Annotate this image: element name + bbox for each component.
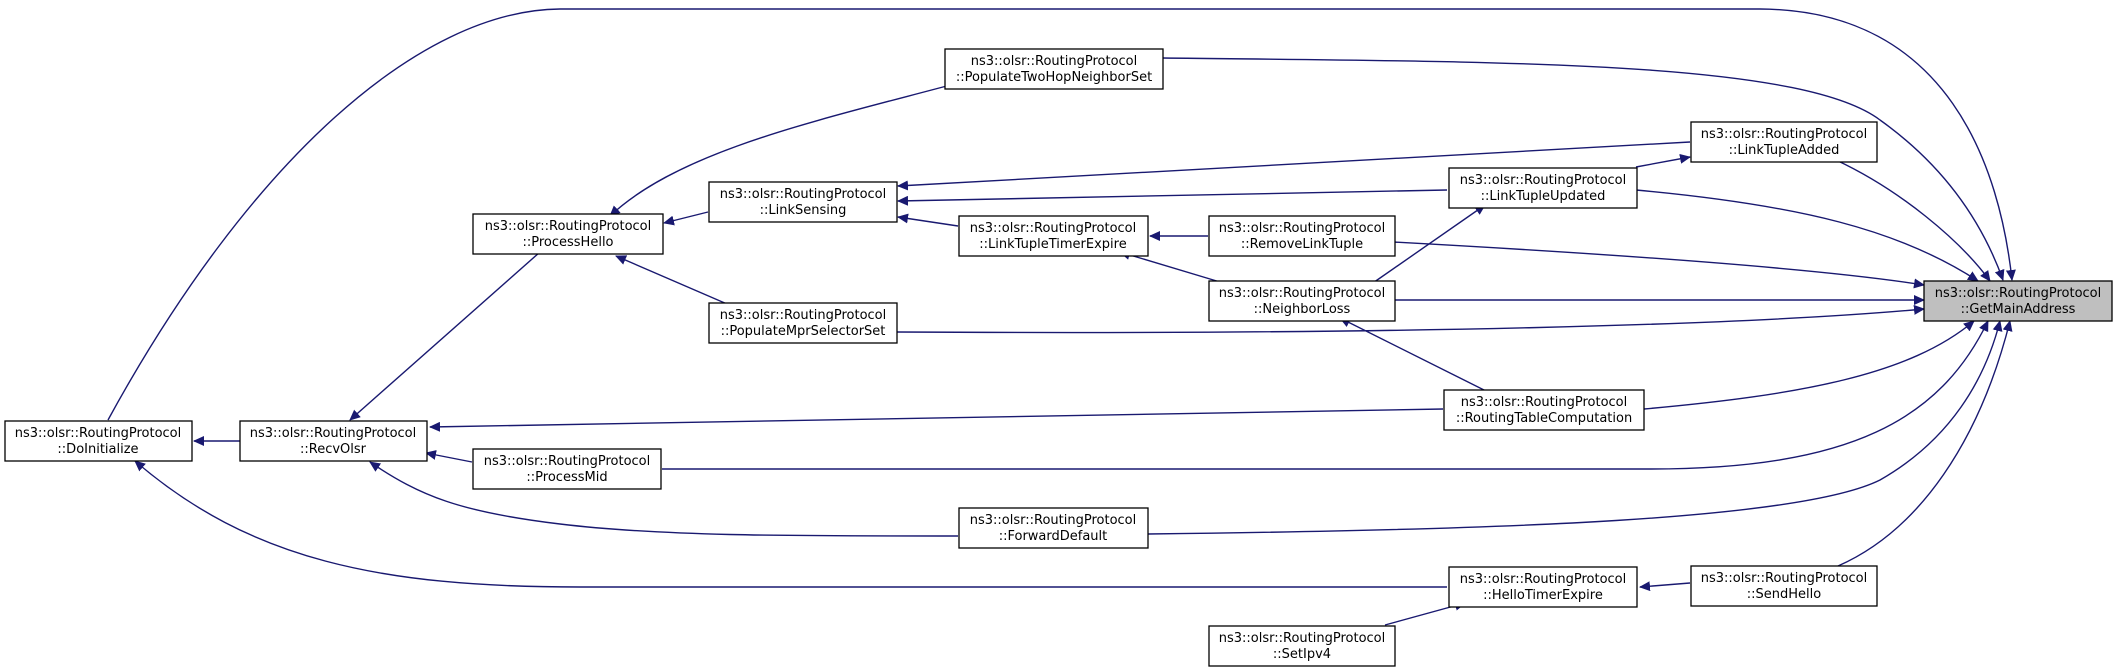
edge-processmid-getmain <box>662 320 1989 470</box>
node-set-ipv4[interactable]: ns3::olsr::RoutingProtocol ::SetIpv4 <box>1208 625 1396 667</box>
node-label-line2: ::LinkTupleUpdated <box>1481 189 1606 204</box>
edge-populatetwohop-processhello <box>609 82 959 217</box>
node-recv-olsr[interactable]: ns3::olsr::RoutingProtocol ::RecvOlsr <box>239 420 428 462</box>
node-link-tuple-updated[interactable]: ns3::olsr::RoutingProtocol ::LinkTupleUp… <box>1448 167 1638 209</box>
node-label-line1: ns3::olsr::RoutingProtocol <box>250 426 417 441</box>
node-hello-timer-expire[interactable]: ns3::olsr::RoutingProtocol ::HelloTimerE… <box>1448 566 1638 608</box>
node-label-line2: ::GetMainAddress <box>1961 302 2076 317</box>
edge-linktupleupdated-linksensing <box>897 189 1448 206</box>
node-label-line1: ns3::olsr::RoutingProtocol <box>971 54 1138 69</box>
node-label-line1: ns3::olsr::RoutingProtocol <box>484 454 651 469</box>
node-label-line1: ns3::olsr::RoutingProtocol <box>1460 572 1627 587</box>
node-forward-default[interactable]: ns3::olsr::RoutingProtocol ::ForwardDefa… <box>958 507 1149 549</box>
node-remove-link-tuple[interactable]: ns3::olsr::RoutingProtocol ::RemoveLinkT… <box>1208 215 1396 257</box>
edge-linktupletimer-linksensing <box>897 213 959 227</box>
node-label-line1: ns3::olsr::RoutingProtocol <box>720 308 887 323</box>
node-label-line1: ns3::olsr::RoutingProtocol <box>15 426 182 441</box>
node-label-line1: ns3::olsr::RoutingProtocol <box>1935 286 2102 301</box>
node-label-line2: ::SetIpv4 <box>1273 647 1331 662</box>
node-link-tuple-added[interactable]: ns3::olsr::RoutingProtocol ::LinkTupleAd… <box>1690 121 1878 163</box>
edge-linktupleupdated-linktupleadded <box>1635 153 1691 168</box>
edge-populatempr-processhello <box>615 255 735 308</box>
node-link-sensing[interactable]: ns3::olsr::RoutingProtocol ::LinkSensing <box>708 181 898 223</box>
edge-sendhello-getmain <box>1837 320 2013 567</box>
node-label-line2: ::NeighborLoss <box>1254 302 1351 317</box>
node-populate-two-hop-neighbor-set[interactable]: ns3::olsr::RoutingProtocol ::PopulateTwo… <box>944 48 1164 90</box>
node-label-line1: ns3::olsr::RoutingProtocol <box>1219 286 1386 301</box>
node-label-line1: ns3::olsr::RoutingProtocol <box>1701 127 1868 142</box>
edge-neighborloss-linktupletimer <box>1119 250 1221 283</box>
node-send-hello[interactable]: ns3::olsr::RoutingProtocol ::SendHello <box>1690 565 1878 607</box>
node-label-line2: ::DoInitialize <box>57 442 138 457</box>
edge-routingtable-getmain <box>1643 320 1975 410</box>
node-label-line1: ns3::olsr::RoutingProtocol <box>1701 571 1868 586</box>
edge-linksensing-processhello <box>663 211 709 226</box>
node-label-line1: ns3::olsr::RoutingProtocol <box>970 513 1137 528</box>
edge-populatetwohop-getmain <box>1162 57 2005 281</box>
node-label-line2: ::LinkTupleTimerExpire <box>979 237 1126 252</box>
node-do-initialize[interactable]: ns3::olsr::RoutingProtocol ::DoInitializ… <box>4 420 193 462</box>
edge-processhello-recvolsr <box>349 251 541 421</box>
node-label-line1: ns3::olsr::RoutingProtocol <box>1460 173 1627 188</box>
node-label-line2: ::RecvOlsr <box>300 442 367 457</box>
node-label-line2: ::RemoveLinkTuple <box>1241 237 1363 252</box>
node-label-line2: ::ForwardDefault <box>999 529 1108 544</box>
edge-sendhello-hellotimer <box>1639 581 1691 592</box>
node-get-main-address[interactable]: ns3::olsr::RoutingProtocol ::GetMainAddr… <box>1923 280 2113 322</box>
node-process-hello[interactable]: ns3::olsr::RoutingProtocol ::ProcessHell… <box>472 213 664 255</box>
node-label-line2: ::SendHello <box>1747 587 1821 602</box>
node-label-line2: ::ProcessMid <box>526 470 607 485</box>
edge-linktupleadded-linksensing <box>897 141 1691 191</box>
edge-routingtable-recvolsr <box>429 408 1444 432</box>
edge-neighborloss-linktupleupdated <box>1369 204 1486 286</box>
node-routing-table-computation[interactable]: ns3::olsr::RoutingProtocol ::RoutingTabl… <box>1443 389 1645 431</box>
node-neighbor-loss[interactable]: ns3::olsr::RoutingProtocol ::NeighborLos… <box>1208 280 1396 322</box>
node-label-line1: ns3::olsr::RoutingProtocol <box>720 187 887 202</box>
node-label-line1: ns3::olsr::RoutingProtocol <box>1219 221 1386 236</box>
node-populate-mpr-selector-set[interactable]: ns3::olsr::RoutingProtocol ::PopulateMpr… <box>708 302 898 344</box>
edge-forwarddefault-recvolsr <box>369 461 959 537</box>
edge-linktupleupdated-getmain <box>1635 189 1979 282</box>
node-label-line2: ::PopulateMprSelectorSet <box>721 324 886 339</box>
node-label-line2: ::LinkSensing <box>760 203 847 218</box>
node-layer: ns3::olsr::RoutingProtocol ::GetMainAddr… <box>4 48 2113 667</box>
edge-linktupleadded-getmain <box>1835 159 1991 282</box>
node-label-line1: ns3::olsr::RoutingProtocol <box>1219 631 1386 646</box>
node-process-mid[interactable]: ns3::olsr::RoutingProtocol ::ProcessMid <box>472 448 662 490</box>
edge-hellotimer-doinit <box>134 460 1447 588</box>
node-label-line1: ns3::olsr::RoutingProtocol <box>485 219 652 234</box>
edge-removelinktuple-getmain <box>1392 241 1925 289</box>
node-label-line2: ::PopulateTwoHopNeighborSet <box>956 70 1152 85</box>
edge-processmid-recvolsr <box>425 450 473 463</box>
node-label-line1: ns3::olsr::RoutingProtocol <box>970 221 1137 236</box>
edge-populatempr-getmain <box>895 304 1925 334</box>
node-label-line2: ::HelloTimerExpire <box>1483 588 1603 603</box>
node-link-tuple-timer-expire[interactable]: ns3::olsr::RoutingProtocol ::LinkTupleTi… <box>958 215 1149 257</box>
edge-forwarddefault-getmain <box>1147 320 2003 535</box>
node-label-line2: ::LinkTupleAdded <box>1729 143 1840 158</box>
node-label-line2: ::ProcessHello <box>522 235 613 250</box>
edge-layer <box>107 8 2016 626</box>
edge-doinit-getmain <box>107 8 2016 421</box>
node-label-line2: ::RoutingTableComputation <box>1456 411 1632 426</box>
node-label-line1: ns3::olsr::RoutingProtocol <box>1461 395 1628 410</box>
